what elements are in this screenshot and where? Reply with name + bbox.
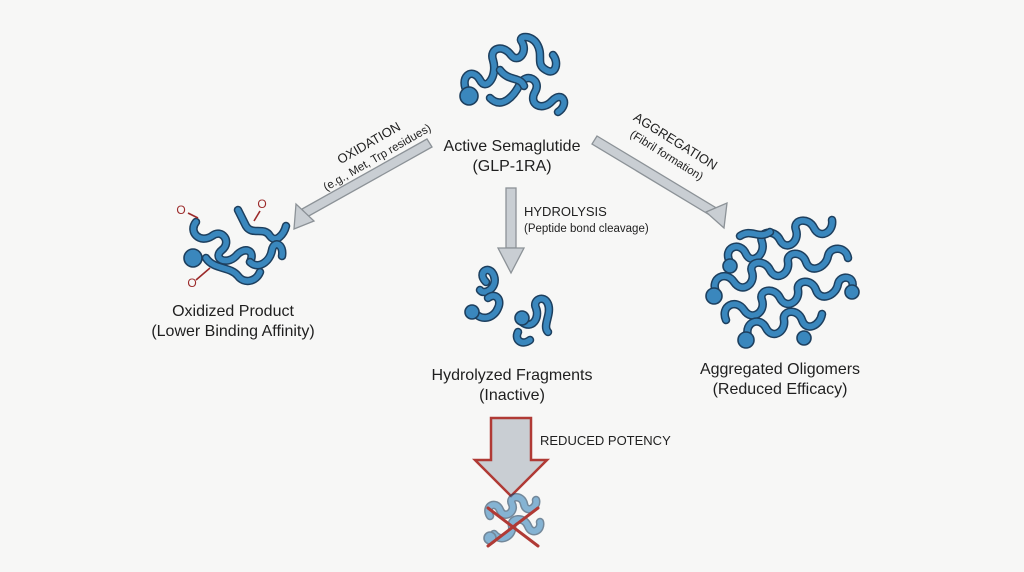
hydrolyzed-title: Hydrolyzed Fragments <box>432 367 593 384</box>
oxidized-protein-icon: O O O <box>176 197 291 290</box>
oxygen-marker: O <box>257 197 266 211</box>
oxidation-arrow <box>293 138 433 230</box>
aggregated-subtitle: (Reduced Efficacy) <box>713 381 848 398</box>
hydrolysis-arrow <box>496 187 526 275</box>
red-x-icon <box>486 506 540 548</box>
center-title: Active Semaglutide <box>444 138 581 155</box>
oxygen-marker: O <box>176 203 185 217</box>
aggregated-oligomers-icon <box>705 215 860 349</box>
oxidized-product-title: Oxidized Product <box>172 303 294 320</box>
crossed-out-protein-icon <box>483 493 545 545</box>
reduced-potency-label: REDUCED POTENCY <box>540 433 671 448</box>
hydrolyzed-fragments-icon <box>464 265 554 347</box>
oxygen-marker: O <box>187 276 196 290</box>
reduced-potency-arrow <box>471 416 551 498</box>
svg-text:O: O <box>257 197 266 211</box>
hydrolysis-detail: (Peptide bond cleavage) <box>524 223 649 235</box>
aggregated-title: Aggregated Oligomers <box>700 361 860 378</box>
svg-text:O: O <box>187 276 196 290</box>
oxidized-product-subtitle: (Lower Binding Affinity) <box>151 323 314 340</box>
svg-text:O: O <box>176 203 185 217</box>
aggregation-arrow <box>591 135 728 230</box>
hydrolysis-label: HYDROLYSIS <box>524 204 607 219</box>
hydrolyzed-subtitle: (Inactive) <box>479 387 545 404</box>
active-protein-icon <box>459 32 569 117</box>
center-subtitle: (GLP-1RA) <box>472 158 551 175</box>
